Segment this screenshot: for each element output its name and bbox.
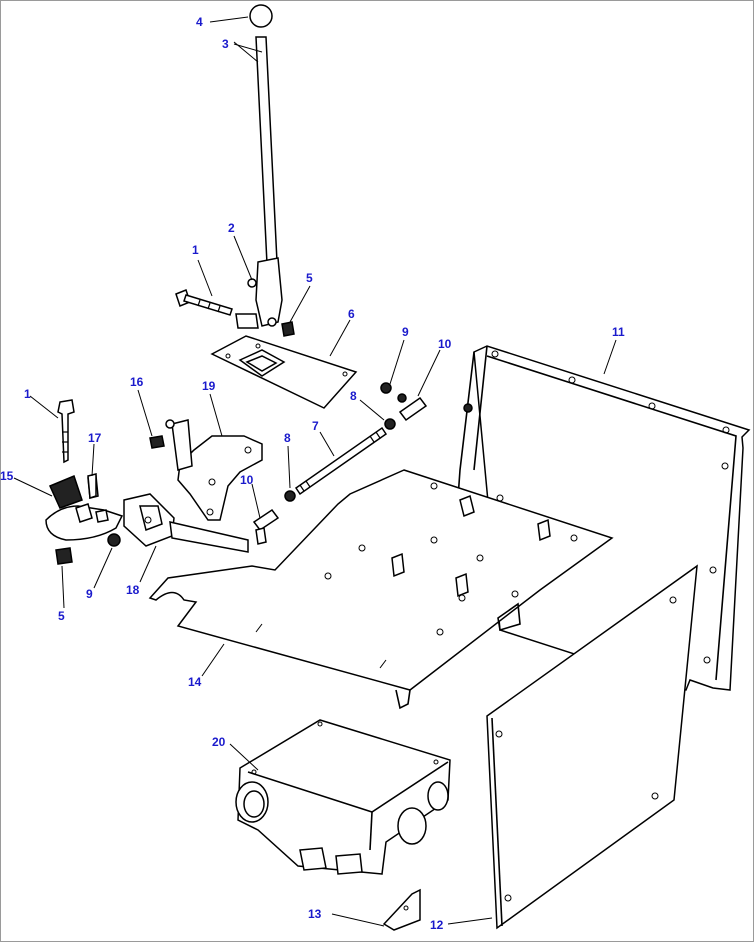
bolt-upper: [175, 289, 233, 316]
callout-7: 7: [312, 419, 319, 433]
callout-14: 14: [188, 675, 202, 689]
callout-17: 17: [88, 431, 102, 445]
callout-6: 6: [348, 307, 355, 321]
lever-pivot: [267, 317, 277, 327]
screw-17: [87, 473, 97, 500]
shift-lever: [235, 4, 283, 329]
bracket-19: [165, 419, 263, 521]
linkage-15: [45, 399, 124, 541]
callout-11: 11: [612, 325, 625, 339]
pin-10-lower: [252, 508, 280, 545]
callout-20: 20: [212, 735, 226, 749]
floor-plate-14: [148, 469, 614, 710]
nut-upper: [281, 321, 295, 337]
nut-lower: [55, 547, 73, 565]
callout-labels: 4 3 2 1 5 6 9 10 11 16 19 8 7 1 17 8 15 …: [0, 15, 625, 932]
knob: [249, 4, 273, 28]
callout-3: 3: [222, 37, 229, 51]
callout-1-upper: 1: [192, 243, 199, 257]
washer-lower: [107, 533, 121, 547]
callout-9-upper: 9: [402, 325, 409, 339]
lever-rod: [255, 36, 278, 265]
side-panel-12: [486, 564, 698, 930]
rod-7: [294, 426, 388, 496]
lever-base: [255, 257, 283, 327]
spacer: [235, 313, 259, 329]
callout-13: 13: [308, 907, 322, 921]
callout-16: 16: [130, 375, 144, 389]
callout-10-lower: 10: [240, 473, 254, 487]
callout-5-lower: 5: [58, 609, 65, 623]
callout-8-lower: 8: [284, 431, 291, 445]
callout-2: 2: [228, 221, 235, 235]
lever-washer: [247, 278, 257, 288]
callout-19: 19: [202, 379, 216, 393]
callout-10-upper: 10: [438, 337, 452, 351]
callout-1-lower: 1: [24, 387, 31, 401]
boot-plate: [210, 335, 358, 409]
callout-15: 15: [0, 469, 14, 483]
leader-lines: [13, 16, 617, 927]
nut-8b: [284, 490, 296, 502]
nut-8a: [384, 418, 396, 430]
pin-10-upper: [397, 393, 428, 422]
callout-4: 4: [196, 15, 203, 29]
callout-8-upper: 8: [350, 389, 357, 403]
bracket-13: [382, 888, 421, 931]
arm-18: [123, 493, 249, 553]
callout-9-lower: 9: [86, 587, 93, 601]
screw-16: [149, 435, 165, 449]
callout-12: 12: [430, 918, 444, 932]
callout-18: 18: [126, 583, 140, 597]
nut-9a: [380, 382, 392, 394]
valve-20: [235, 719, 451, 875]
callout-5-upper: 5: [306, 271, 313, 285]
